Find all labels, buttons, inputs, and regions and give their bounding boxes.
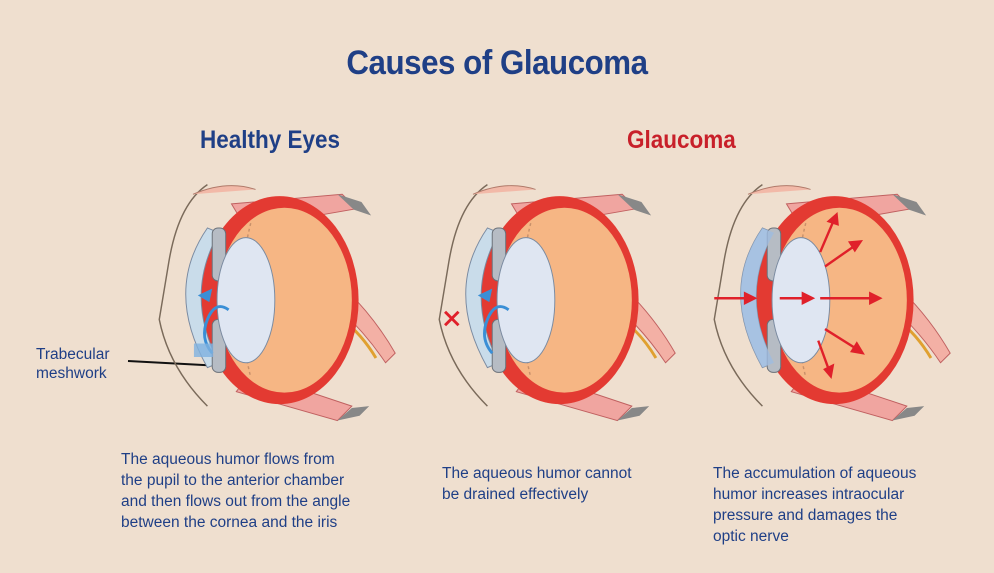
healthy-eye-illustration xyxy=(157,183,397,422)
caption-line: The aqueous humor cannot xyxy=(442,465,632,482)
caption-line: and then flows out from the angle xyxy=(121,493,351,510)
label-line-1: Trabecular xyxy=(36,346,110,363)
caption-line: the pupil to the anterior chamber xyxy=(121,472,345,489)
caption-line: The accumulation of aqueous xyxy=(713,465,917,482)
blocked-x-icon xyxy=(444,310,460,327)
pressure-caption: The accumulation of aqueous humor increa… xyxy=(713,463,973,547)
aqueous-flow-arrow xyxy=(483,305,510,355)
pressure-arrows xyxy=(714,212,883,379)
drainage-angle-highlight xyxy=(193,343,214,357)
pressure-eye-illustration xyxy=(712,183,952,422)
blocked-caption: The aqueous humor cannot be drained effe… xyxy=(442,463,682,505)
label-line-2: meshwork xyxy=(36,365,107,382)
healthy-eyes-heading: Healthy Eyes xyxy=(200,126,341,154)
blocked-eye-illustration xyxy=(437,183,677,422)
caption-line: pressure and damages the xyxy=(713,507,898,524)
caption-line: The aqueous humor flows from xyxy=(121,451,335,468)
caption-line: be drained effectively xyxy=(442,486,589,503)
trabecular-meshwork-label: Trabecular meshwork xyxy=(36,345,146,383)
glaucoma-heading: Glaucoma xyxy=(627,126,736,154)
caption-line: optic nerve xyxy=(713,528,789,545)
healthy-caption: The aqueous humor flows from the pupil t… xyxy=(121,449,411,533)
caption-line: humor increases intraocular xyxy=(713,486,905,503)
caption-line: between the cornea and the iris xyxy=(121,514,338,531)
diagram-title: Causes of Glaucoma xyxy=(346,44,648,82)
